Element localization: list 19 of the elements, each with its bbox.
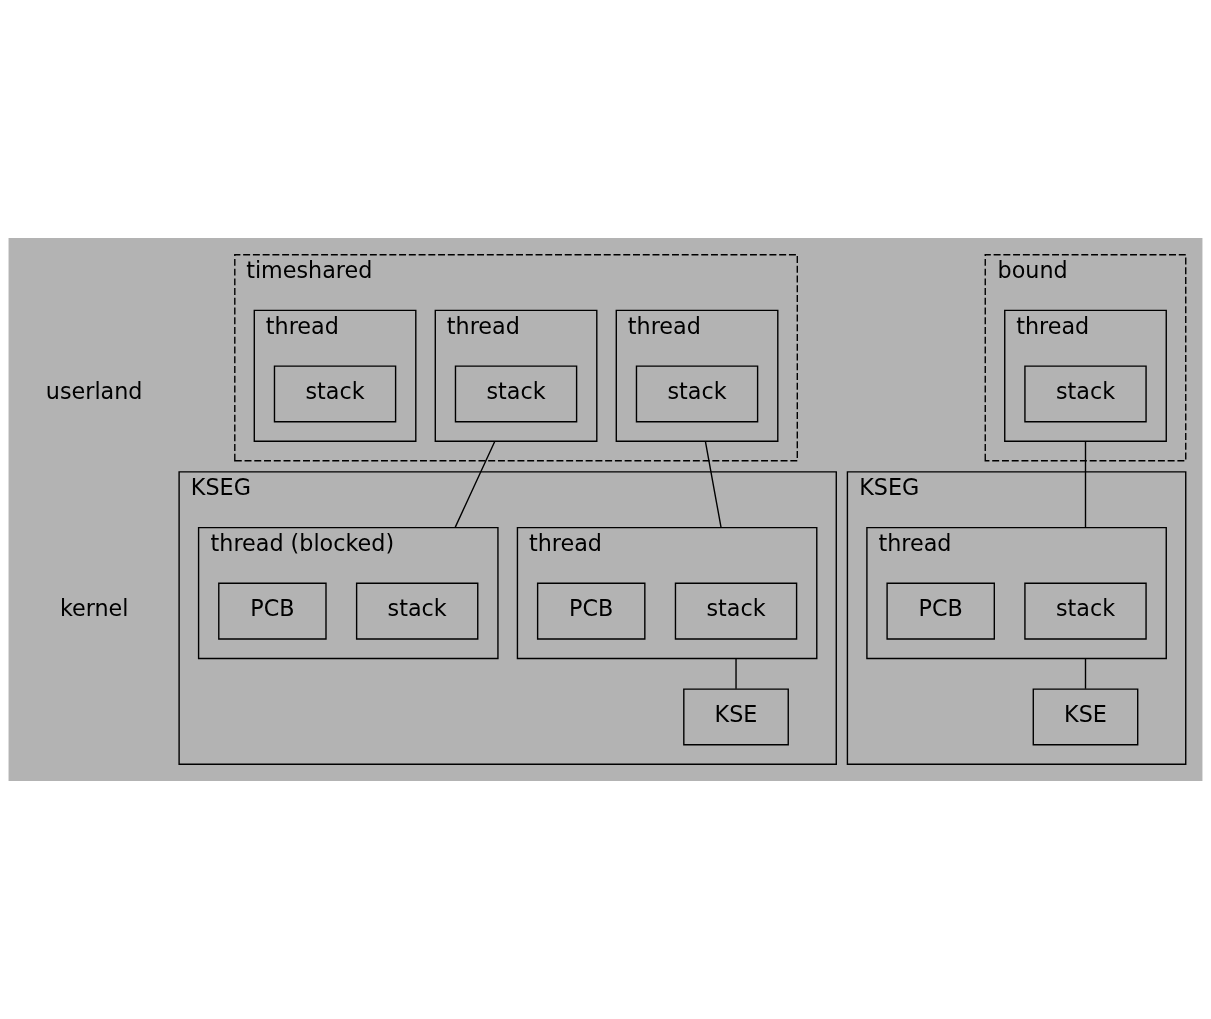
label: kernel (59, 595, 129, 622)
connector (735, 657, 737, 690)
node-box: stack (355, 582, 479, 640)
connector (1084, 440, 1087, 529)
node-box: stack (1024, 365, 1147, 423)
node-box: stack (1024, 582, 1147, 640)
node-box: PCB (218, 582, 327, 640)
node-box: PCB (536, 582, 646, 640)
node-box: PCB (886, 582, 995, 640)
connector (704, 440, 722, 529)
node-box: stack (674, 582, 798, 640)
node-box: stack (454, 365, 578, 423)
connector (454, 440, 496, 529)
node-box: KSE (1032, 688, 1139, 746)
node-box: stack (635, 365, 759, 423)
label: userland (45, 378, 143, 405)
connector (1084, 657, 1087, 690)
node-box: KSE (683, 688, 789, 746)
node-box: stack (273, 365, 397, 423)
